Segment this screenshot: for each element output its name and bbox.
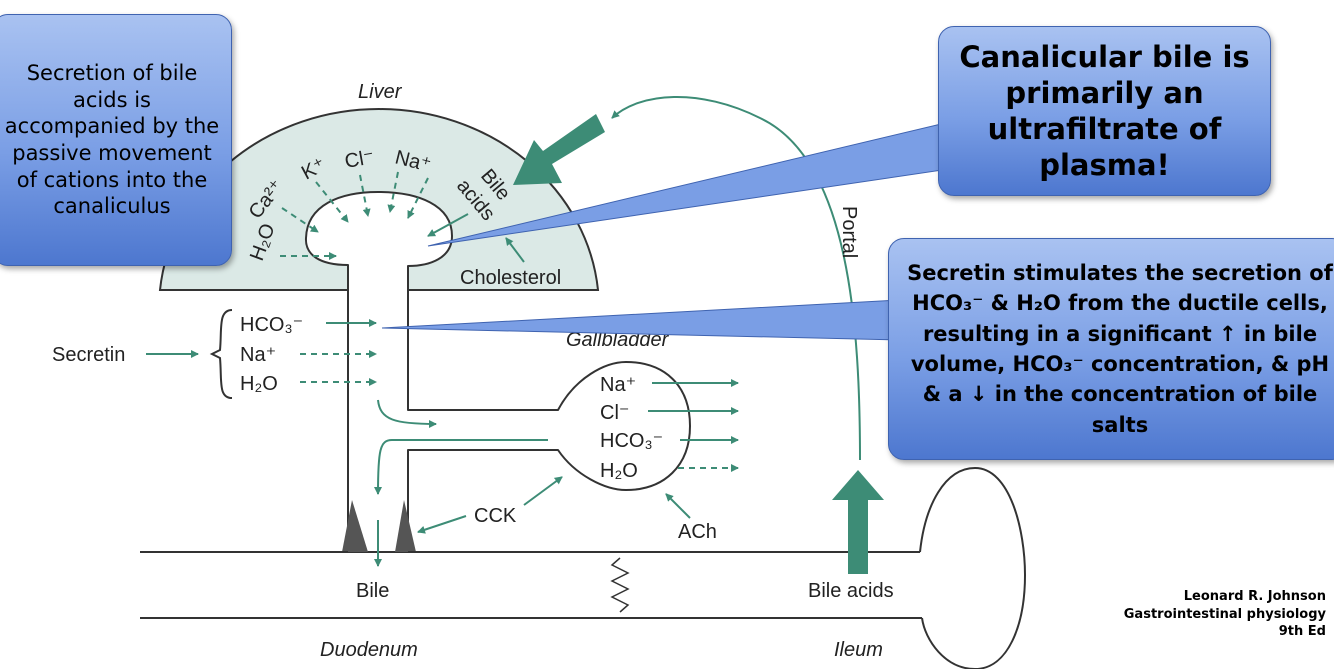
citation-title: Gastrointestinal physiology bbox=[1123, 606, 1326, 622]
ileum-label: Ileum bbox=[834, 639, 883, 661]
gallbladder-arrows bbox=[648, 379, 739, 472]
gb-hco3-label: HCO₃⁻ bbox=[600, 430, 663, 452]
citation: Leonard R. Johnson Gastrointestinal phys… bbox=[1124, 588, 1326, 641]
portal-label: Portal bbox=[838, 206, 860, 258]
sphincter-left bbox=[342, 500, 368, 552]
zigzag bbox=[610, 557, 630, 613]
ileum-loop bbox=[919, 466, 1027, 669]
duct-hco3-label: HCO₃⁻ bbox=[240, 314, 303, 336]
citation-edition: 9th Ed bbox=[1278, 624, 1326, 640]
secretin-label: Secretin bbox=[52, 344, 125, 366]
ach-arrow bbox=[665, 493, 691, 519]
callout-2-pointer bbox=[427, 109, 1011, 247]
bile-label: Bile bbox=[356, 580, 389, 602]
canaliculus bbox=[304, 191, 691, 553]
big-arrow-liver bbox=[513, 114, 605, 185]
gb-na-label: Na⁺ bbox=[600, 374, 636, 396]
duct-na-label: Na⁺ bbox=[240, 344, 276, 366]
big-arrow-ileum bbox=[832, 470, 884, 574]
cck-arrow-gb bbox=[523, 476, 563, 506]
citation-author: Leonard R. Johnson bbox=[1183, 589, 1326, 604]
gb-h2o-label: H₂O bbox=[600, 460, 638, 482]
cck-arrow-sphincter bbox=[417, 515, 467, 534]
portal-vein-arrow bbox=[611, 96, 861, 461]
cholesterol-label: Cholesterol bbox=[460, 267, 561, 289]
duct-h2o-label: H₂O bbox=[240, 373, 278, 395]
callout-3-text: Secretin stimulates the secretion of HCO… bbox=[907, 260, 1333, 437]
callout-3-pointer bbox=[381, 299, 901, 341]
callout-passive-cations: Secretion of bile acids is accompanied b… bbox=[0, 14, 232, 266]
callout-1-text: Secretion of bile acids is accompanied b… bbox=[4, 61, 220, 219]
bile-acids-arrow bbox=[427, 213, 469, 237]
flow-into-gallbladder bbox=[377, 399, 437, 428]
sphincter-right bbox=[395, 500, 416, 552]
liver-label: Liver bbox=[358, 81, 403, 103]
callout-ultrafiltrate: Canalicular bile is primarily an ultrafi… bbox=[938, 26, 1271, 196]
gb-cl-label: Cl⁻ bbox=[600, 402, 629, 424]
cck-label: CCK bbox=[474, 505, 517, 527]
bile-acids-ileum-label: Bile acids bbox=[808, 580, 894, 602]
cholesterol-arrow bbox=[505, 237, 525, 263]
callout-secretin-effect: Secretin stimulates the secretion of HCO… bbox=[888, 238, 1334, 460]
liver-ion-arrows bbox=[280, 171, 429, 260]
flow-out-gallbladder bbox=[374, 439, 548, 495]
ion-cl-label: Cl⁻ bbox=[343, 146, 376, 173]
secretin-brace bbox=[209, 309, 233, 399]
callout-2-text: Canalicular bile is primarily an ultrafi… bbox=[959, 39, 1250, 183]
ach-label: ACh bbox=[678, 521, 717, 543]
duodenum-label: Duodenum bbox=[320, 639, 418, 661]
